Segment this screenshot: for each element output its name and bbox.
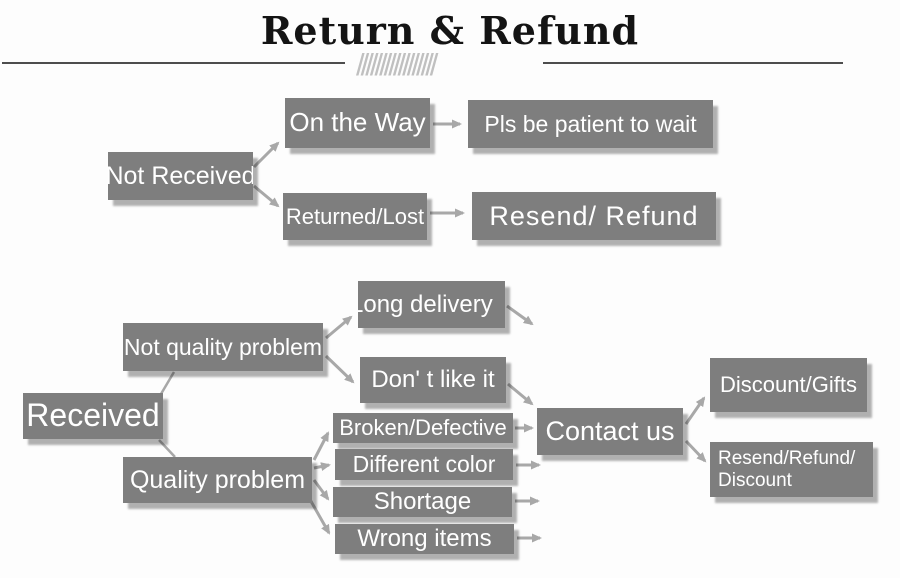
node-dont-like-it: Don' t like it: [360, 357, 506, 403]
node-label: Wrong items: [357, 525, 492, 553]
node-label: Broken/Defective: [339, 415, 507, 441]
node-pls-be-patient: Pls be patient to wait: [468, 100, 713, 148]
node-different-color: Different color: [335, 449, 513, 480]
node-wrong-items: Wrong items: [335, 524, 514, 554]
node-label: Different color: [352, 451, 496, 478]
node-quality-problem: Quality problem: [123, 457, 312, 503]
node-long-delivery: Long delivery: [358, 281, 505, 328]
node-resend-refund-discount: Resend/Refund/ Discount: [710, 442, 873, 497]
page-title: Return & Refund: [260, 8, 640, 53]
node-not-received: Not Received: [108, 152, 253, 200]
hatch-decoration: /////////////////: [356, 47, 438, 82]
node-discount-gifts: Discount/Gifts: [710, 358, 867, 412]
node-label: Not quality problem: [123, 333, 323, 360]
node-shortage: Shortage: [333, 487, 512, 517]
node-label: Returned/Lost: [285, 203, 425, 229]
node-label: Don' t like it: [371, 366, 495, 394]
node-label: Pls be patient to wait: [484, 110, 697, 137]
node-label: Long delivery: [358, 290, 493, 318]
node-resend-refund: Resend/ Refund: [472, 192, 716, 240]
node-on-the-way: On the Way: [285, 98, 430, 148]
divider-line-left: [2, 62, 345, 64]
node-label: Received: [26, 397, 160, 434]
node-received: Received: [23, 393, 163, 439]
node-label: On the Way: [289, 107, 426, 138]
node-label: Quality problem: [129, 465, 306, 494]
node-label-line2: Discount: [718, 469, 792, 491]
node-label-line1: Resend/Refund/: [718, 447, 856, 469]
node-label: Discount/Gifts: [720, 372, 857, 398]
node-returned-lost: Returned/Lost: [283, 193, 427, 240]
node-label: Not Received: [108, 161, 253, 190]
node-contact-us: Contact us: [537, 408, 683, 455]
node-label: Shortage: [373, 488, 472, 516]
divider-line-right: [543, 62, 843, 64]
node-label: Contact us: [545, 416, 675, 447]
node-broken-defective: Broken/Defective: [333, 413, 513, 443]
node-not-quality-problem: Not quality problem: [123, 323, 323, 371]
node-label: Resend/ Refund: [489, 200, 699, 231]
